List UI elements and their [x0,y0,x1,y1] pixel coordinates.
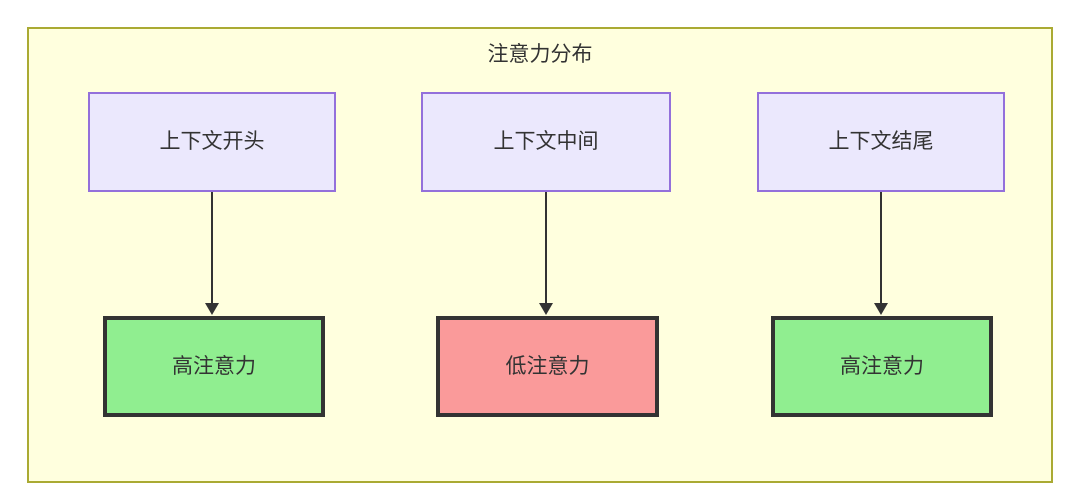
node-context-middle[interactable]: 上下文中间 [421,92,671,192]
edge-context-end-to-attention [880,192,882,305]
edge-context-start-to-attention [211,192,213,305]
arrow-head-icon [874,303,888,315]
node-label: 高注意力 [840,354,924,378]
arrow-head-icon [205,303,219,315]
node-label: 低注意力 [505,354,590,378]
node-label: 上下文中间 [493,130,599,153]
arrow-head-icon [539,303,553,315]
node-context-end[interactable]: 上下文结尾 [757,92,1005,192]
node-attention-high-start[interactable]: 高注意力 [103,316,325,417]
node-label: 高注意力 [172,354,256,378]
node-attention-high-end[interactable]: 高注意力 [771,316,993,417]
node-label: 上下文开头 [159,130,265,153]
edge-context-middle-to-attention [545,192,547,305]
node-context-start[interactable]: 上下文开头 [88,92,336,192]
node-attention-low-middle[interactable]: 低注意力 [436,316,659,417]
node-label: 上下文结尾 [828,130,934,153]
subgraph-title: 注意力分布 [487,43,593,66]
